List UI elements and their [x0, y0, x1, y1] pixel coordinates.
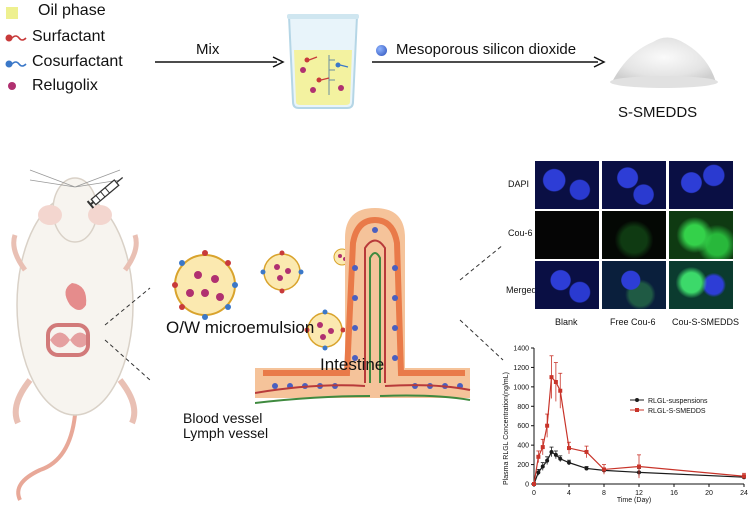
- surfactant-icon: [5, 34, 27, 42]
- legend-relugolix: Relugolix: [32, 77, 98, 94]
- microemulsion-label: O/W microemulsion: [166, 318, 315, 337]
- data-point: [553, 380, 558, 384]
- x-tick-label: 4: [567, 490, 571, 497]
- carrier-label: Mesoporous silicon dioxide: [396, 41, 577, 58]
- mix-arrow-icon: [155, 56, 285, 68]
- data-point: [584, 466, 589, 471]
- x-tick-label: 20: [705, 490, 713, 497]
- beaker-icon: [287, 14, 359, 109]
- tile-merged-blank: [535, 261, 599, 309]
- y-tick-label: 1400: [513, 346, 529, 353]
- tile-dapi-blank: [535, 161, 599, 209]
- tile-cou6-blank: [535, 211, 599, 259]
- data-point: [545, 423, 550, 428]
- data-point: [536, 470, 541, 475]
- tile-merged-free: [602, 261, 666, 309]
- col-label-free: Free Cou-6: [610, 317, 656, 327]
- villus-illustration: [255, 208, 471, 404]
- tile-dapi-free: [602, 161, 666, 209]
- rat-illustration: [11, 169, 139, 501]
- data-point: [549, 449, 554, 454]
- carrier-arrow-icon: [372, 56, 606, 68]
- data-point: [536, 454, 541, 459]
- pk-chart: Plasma RLGL Concentration(ng/mL) Time (D…: [503, 346, 748, 505]
- row-label-merged: Merged: [506, 285, 537, 295]
- product-label: S-SMEDDS: [618, 104, 698, 121]
- data-point: [549, 375, 554, 380]
- zoom-lines: [104, 287, 151, 381]
- tile-dapi-cou: [669, 161, 733, 209]
- data-point: [742, 474, 746, 479]
- x-tick-label: 24: [740, 490, 748, 497]
- y-tick-label: 0: [525, 482, 529, 489]
- legend-oil-phase: Oil phase: [38, 2, 106, 19]
- legend-smedds: RLGL-S-SMEDDS: [648, 408, 706, 415]
- powder-icon: [610, 37, 718, 88]
- data-point: [637, 464, 641, 469]
- y-tick-label: 400: [517, 443, 529, 450]
- x-tick-label: 8: [602, 490, 606, 497]
- data-point: [567, 446, 571, 451]
- legend-surfactant: Surfactant: [32, 28, 105, 45]
- data-point: [540, 445, 545, 450]
- x-axis-label: Time (Day): [617, 497, 651, 504]
- silica-dot-icon: [376, 45, 387, 56]
- legend-suspensions: RLGL-suspensions: [648, 398, 708, 405]
- y-tick-label: 600: [517, 423, 529, 430]
- y-tick-label: 1000: [513, 384, 529, 391]
- col-label-cou: Cou-S-SMEDDS: [672, 317, 740, 327]
- zoom-lines-villus: [459, 244, 504, 361]
- relugolix-dot-icon: [8, 82, 16, 90]
- data-point: [545, 458, 550, 463]
- plot-area: 0 200 400 600 800 1000 1200 1400 0 4 8 12 16 20 24: [513, 346, 748, 498]
- mix-label: Mix: [196, 41, 220, 58]
- tile-merged-cou: [669, 261, 733, 309]
- cosurfactant-icon: [5, 60, 27, 68]
- data-point: [553, 452, 558, 457]
- row-label-cou6: Cou-6: [508, 228, 533, 238]
- y-tick-label: 1200: [513, 365, 529, 372]
- data-point: [532, 482, 536, 486]
- legend: RLGL-suspensions RLGL-S-SMEDDS: [630, 398, 708, 415]
- row-label-dapi: DAPI: [508, 179, 530, 189]
- y-tick-label: 800: [517, 404, 529, 411]
- intestine-label: Intestine: [320, 355, 385, 374]
- data-point: [567, 460, 571, 465]
- tile-cou6-free: [602, 211, 666, 259]
- y-axis-label: Plasma RLGL Concentration(ng/mL): [503, 372, 510, 485]
- lymph-vessel-label: Lymph vessel: [183, 425, 269, 441]
- data-point: [558, 388, 563, 393]
- droplets-illustration: [172, 248, 351, 351]
- y-tick-label: 200: [517, 462, 529, 469]
- data-point: [584, 449, 589, 454]
- oil-phase-swatch-icon: [6, 7, 18, 19]
- blood-vessel-label: Blood vessel: [183, 410, 263, 426]
- data-point: [558, 456, 563, 461]
- x-tick-label: 0: [532, 490, 536, 497]
- syringe-icon: [86, 177, 124, 209]
- x-tick-label: 16: [670, 490, 678, 497]
- microscopy-grid: DAPI Cou-6 Merged Blank Free Cou-6 Cou-S…: [500, 155, 750, 335]
- col-label-blank: Blank: [555, 317, 578, 327]
- data-point: [540, 464, 545, 469]
- data-point: [602, 467, 606, 472]
- x-tick-label: 12: [635, 490, 643, 497]
- tile-cou6-cou: [669, 211, 733, 259]
- legend: Oil phase Surfactant Cosurfactant Relugo…: [0, 0, 160, 105]
- legend-cosurfactant: Cosurfactant: [32, 53, 123, 70]
